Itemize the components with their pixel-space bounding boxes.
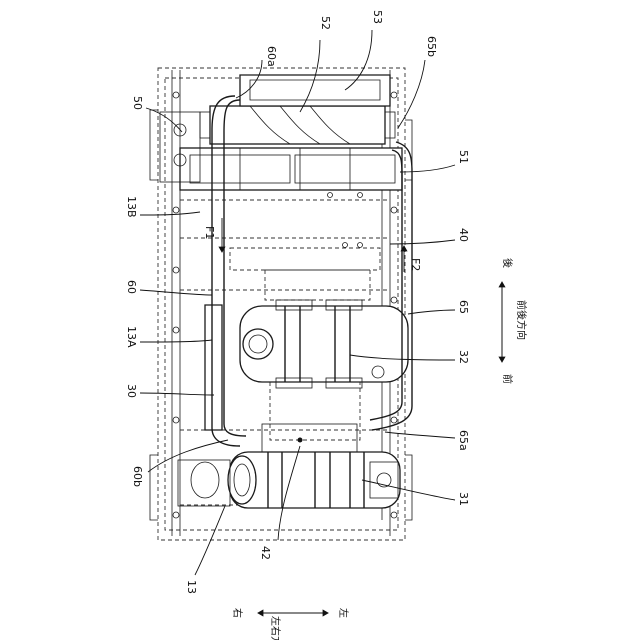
rear-unit-53 bbox=[240, 75, 390, 106]
label-40: 40 bbox=[457, 228, 470, 242]
label-42: 42 bbox=[259, 546, 272, 560]
label-13A: 13A bbox=[125, 326, 138, 348]
label-31: 31 bbox=[457, 492, 470, 506]
label-13: 13 bbox=[185, 580, 198, 594]
direction-fb-caption: 前後方向 bbox=[515, 300, 528, 340]
label-53: 53 bbox=[371, 10, 384, 24]
component-42 bbox=[262, 424, 357, 452]
label-65b: 65b bbox=[425, 36, 438, 57]
label-51: 51 bbox=[457, 150, 470, 164]
direction-front-back: 後 前 前後方向 bbox=[501, 258, 528, 384]
direction-lr-caption: 左右方向 bbox=[269, 616, 282, 640]
label-13B: 13B bbox=[125, 196, 138, 218]
tank-31 bbox=[228, 452, 400, 508]
direction-front-label: 前 bbox=[501, 374, 514, 384]
label-65a: 65a bbox=[457, 430, 470, 451]
frame-30 bbox=[205, 305, 222, 430]
label-60: 60 bbox=[125, 280, 138, 294]
direction-back-label: 後 bbox=[501, 258, 514, 268]
component-13 bbox=[178, 460, 230, 506]
rear-unit-52 bbox=[200, 106, 395, 144]
label-F2: F2 bbox=[409, 258, 422, 271]
label-60b: 60b bbox=[131, 466, 144, 487]
label-32: 32 bbox=[457, 350, 470, 364]
label-65: 65 bbox=[457, 300, 470, 314]
label-52: 52 bbox=[319, 16, 332, 30]
label-30: 30 bbox=[125, 384, 138, 398]
label-F1: F1 bbox=[203, 226, 216, 239]
rear-unit-51 bbox=[180, 148, 402, 190]
tank-32 bbox=[240, 300, 408, 388]
label-50: 50 bbox=[131, 96, 144, 110]
direction-left-label: 左 bbox=[337, 608, 350, 618]
label-60a: 60a bbox=[265, 46, 278, 67]
direction-left-right: 右 左 左右方向 bbox=[231, 608, 350, 640]
direction-right-label: 右 bbox=[231, 608, 244, 618]
